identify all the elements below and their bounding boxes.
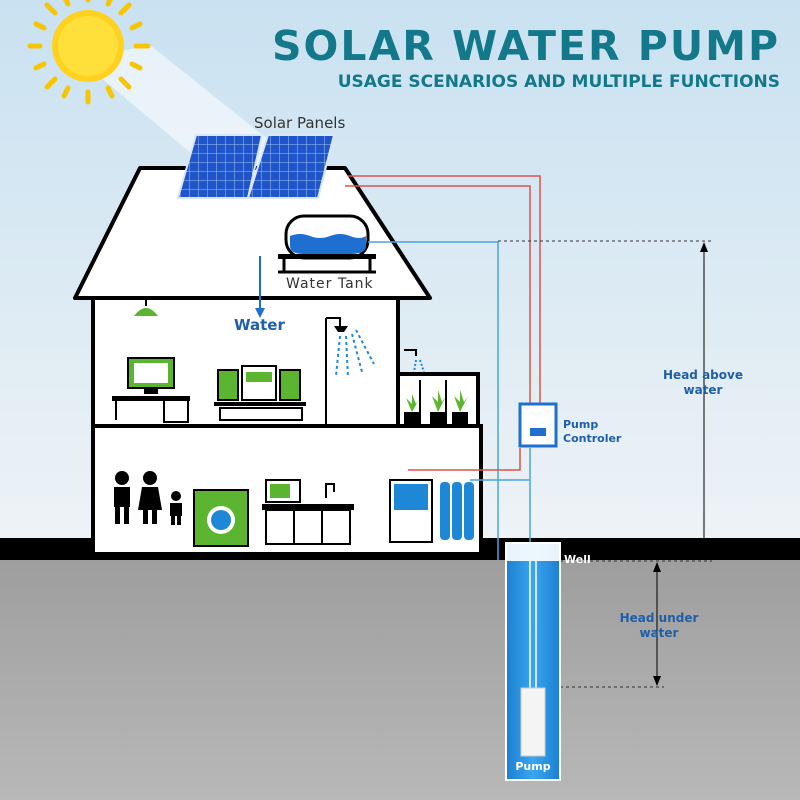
pipes-and-wires: [259, 175, 541, 560]
family-icon: [114, 471, 182, 525]
head-under-water-label: Head under water: [619, 611, 699, 640]
washing-machine-icon: [193, 489, 249, 547]
well-label: Well: [564, 553, 591, 566]
water-tank-icon: [278, 214, 376, 274]
arrow-up-icon: [700, 242, 708, 252]
water-purifier-icon: [389, 479, 474, 543]
shower-icon: [325, 317, 375, 426]
pump-label: Pump: [515, 760, 551, 773]
water-tank-label: Water Tank: [286, 276, 374, 292]
ground: [0, 560, 800, 800]
ceiling-lamp-icon: [134, 300, 158, 316]
sun-icon: [27, 0, 151, 105]
well-icon: [505, 542, 561, 781]
potted-plants-icon: [404, 380, 468, 424]
kitchen-icon: [262, 479, 354, 545]
arrow-down-icon: [700, 550, 708, 560]
head-above-water-label: Head above water: [663, 368, 743, 397]
solar-panels-icon: [176, 134, 336, 199]
pump-controller-label: Pump Controler: [563, 418, 622, 445]
arrow-up-icon: [653, 562, 661, 572]
faucet-icon: [404, 349, 425, 373]
water-label: Water: [234, 316, 285, 334]
pump-controller-icon: [518, 402, 558, 448]
page-subtitle: USAGE SCENARIOS AND MULTIPLE FUNCTIONS: [337, 72, 780, 92]
tv-stereo-icon: [214, 365, 306, 421]
water-arrow-icon: [255, 308, 265, 318]
arrow-down-icon: [653, 676, 661, 686]
dimension-lines: [498, 240, 712, 688]
desk-computer-icon: [112, 357, 190, 423]
dimension-arrows: [656, 244, 705, 684]
solar-panels-label: Solar Panels: [254, 114, 346, 132]
page-title: SOLAR WATER PUMP: [271, 22, 780, 70]
